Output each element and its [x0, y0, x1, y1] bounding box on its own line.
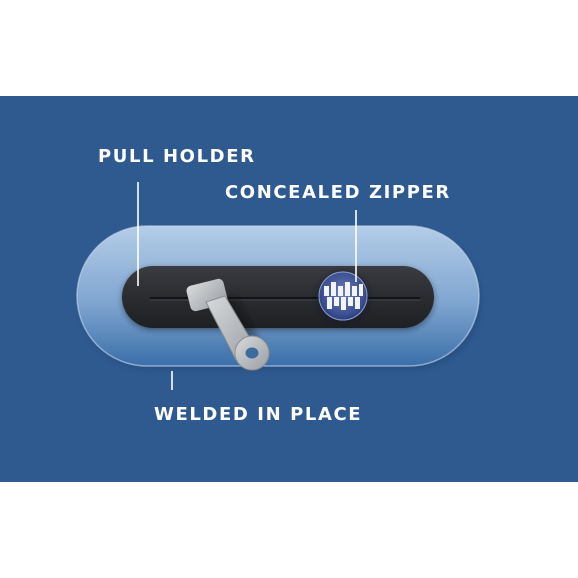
concealed-zipper-label: CONCEALED ZIPPER: [225, 182, 451, 203]
welded-in-place-label: WELDED IN PLACE: [154, 404, 363, 425]
zipper-pull: [186, 278, 270, 371]
zipper-track: [122, 266, 434, 330]
pull-holder-label: PULL HOLDER: [98, 146, 256, 167]
concealed-zipper-magnifier: [317, 271, 369, 323]
zipper-teeth: [324, 282, 363, 310]
